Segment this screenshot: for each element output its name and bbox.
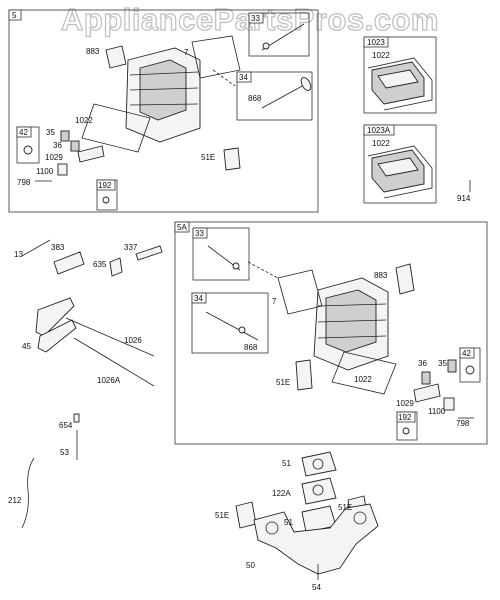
callout-35-bottom: 35	[438, 359, 447, 368]
spark-plug-337	[135, 245, 163, 261]
spring-35-top	[60, 130, 70, 142]
rocker-1029-top	[77, 145, 105, 163]
sub-box-33-top	[248, 12, 310, 57]
bolt-13	[21, 239, 51, 257]
gasket-51-upper	[301, 451, 337, 477]
group-box-1023	[363, 36, 437, 114]
callout-883-top: 883	[86, 47, 100, 56]
cylinder-head-bottom	[313, 277, 389, 371]
callout-13: 13	[14, 250, 23, 259]
callout-1029-bottom: 1029	[396, 399, 414, 408]
group-label-1023a: 1023A	[367, 126, 391, 135]
callout-53: 53	[60, 448, 69, 457]
callout-1022-bottom: 1022	[354, 375, 372, 384]
gasket-51e-bottom	[295, 359, 313, 391]
part-42-top	[23, 145, 33, 155]
callout-868-bottom: 868	[244, 343, 258, 352]
callout-914: 914	[457, 194, 471, 203]
group-label-5a: 5A	[177, 223, 187, 232]
sub-label-33-bottom: 33	[195, 229, 204, 238]
callout-212: 212	[8, 496, 22, 505]
cover-gasket-1022-bottom	[331, 351, 397, 395]
part-654	[73, 413, 80, 423]
rocker-cover-1023	[367, 57, 433, 111]
gasket-883-top	[105, 45, 127, 69]
callout-337: 337	[124, 243, 138, 252]
callout-1026a: 1026A	[97, 376, 121, 385]
valve-34-bottom	[205, 311, 259, 341]
callout-7-top: 7	[184, 48, 189, 57]
gasket-883-bottom	[395, 263, 415, 295]
push-rod-1026a	[73, 337, 155, 387]
callout-122a: 122A	[272, 489, 291, 498]
sub-label-33-top: 33	[251, 14, 260, 23]
callout-36-bottom: 36	[418, 359, 427, 368]
callout-1100-bottom: 1100	[428, 407, 446, 416]
wire-212	[21, 457, 35, 529]
callout-51e-bottom: 51E	[276, 378, 290, 387]
push-tube-45	[35, 297, 75, 337]
gasket-top	[191, 35, 241, 79]
cover-gasket-1022-top	[81, 103, 151, 153]
spring-36-bottom	[421, 371, 431, 385]
callout-51-upper: 51	[282, 459, 291, 468]
gasket-122a	[301, 477, 337, 505]
callout-35-top: 35	[46, 128, 55, 137]
sub-label-34-top: 34	[239, 73, 248, 82]
callout-798-bottom: 798	[456, 419, 470, 428]
sub-box-33-bottom	[192, 227, 250, 281]
gasket-bottom	[277, 269, 323, 315]
callout-1022-top: 1022	[75, 116, 93, 125]
gasket-51e-top	[223, 147, 241, 171]
group-box-1023a	[363, 124, 437, 204]
callout-36-top: 36	[53, 141, 62, 150]
callout-1100-top: 1100	[36, 167, 54, 176]
group-box-5	[8, 9, 319, 213]
callout-654: 654	[59, 421, 73, 430]
callout-51e-right: 51E	[338, 503, 352, 512]
callout-7-bottom: 7	[272, 297, 277, 306]
sub-label-42-bottom: 42	[462, 349, 471, 358]
callout-1022-box-1023a: 1022	[372, 139, 390, 148]
bracket-1100-bottom	[443, 397, 455, 411]
group-tag-5	[8, 9, 22, 21]
breather-383	[53, 251, 85, 275]
callout-50: 50	[246, 561, 255, 570]
valve-34-top	[261, 83, 307, 109]
callout-883-bottom: 883	[374, 271, 388, 280]
push-rod-1026	[65, 317, 155, 357]
callout-54: 54	[312, 583, 321, 592]
callout-51e-top: 51E	[201, 153, 215, 162]
rocker-1029-bottom	[413, 383, 441, 403]
group-box-5a	[174, 221, 488, 445]
callout-45: 45	[22, 342, 31, 351]
sub-label-192-top: 192	[98, 181, 112, 190]
callout-1026: 1026	[124, 336, 142, 345]
callout-1029-top: 1029	[45, 153, 63, 162]
fitting-635	[109, 257, 123, 277]
callout-1022-box-1023: 1022	[372, 51, 390, 60]
group-label-5: 5	[12, 11, 17, 20]
sub-label-192-bottom: 192	[398, 413, 412, 422]
spring-36-top	[70, 140, 80, 152]
callout-868-top: 868	[248, 94, 262, 103]
callout-51-lower: 51	[284, 518, 293, 527]
spring-35-bottom	[447, 359, 457, 373]
cylinder-head-top	[125, 47, 201, 143]
bracket-1100-top	[57, 163, 68, 176]
gasket-51e-left	[235, 501, 257, 529]
callout-383: 383	[51, 243, 65, 252]
exhaust-manifold-50	[253, 503, 379, 575]
callout-798-top: 798	[17, 178, 31, 187]
sub-box-34-top	[236, 71, 313, 121]
callout-635: 635	[93, 260, 107, 269]
sub-box-34-bottom	[191, 292, 269, 354]
group-label-1023: 1023	[367, 38, 385, 47]
sub-label-42-top: 42	[19, 128, 28, 137]
sub-label-34-bottom: 34	[194, 294, 203, 303]
callout-51e-left: 51E	[215, 511, 229, 520]
rocker-cover-1023a	[367, 145, 433, 199]
